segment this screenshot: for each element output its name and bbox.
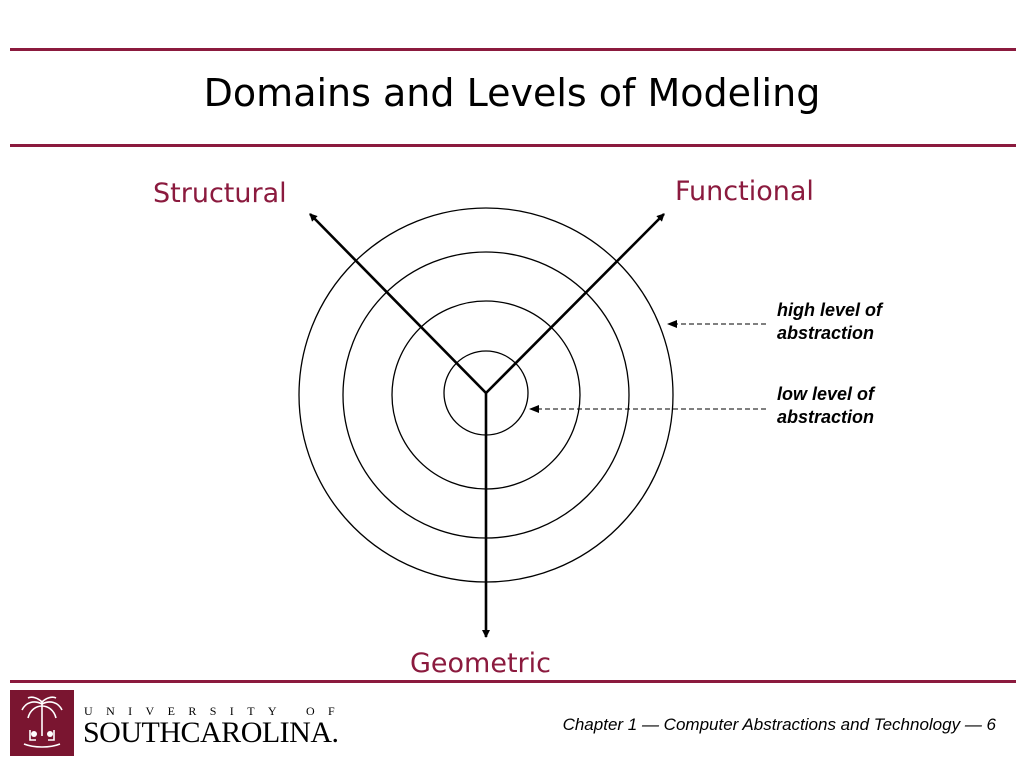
low-level-callout-line2: abstraction (777, 407, 875, 427)
functional-label: Functional (675, 176, 814, 207)
functional-axis-arrow (485, 213, 665, 394)
low-level-callout-line1: low level of (777, 384, 875, 404)
high-level-callout-line1: high level of (777, 300, 883, 320)
top-rule (10, 48, 1016, 51)
structural-axis-arrow (309, 213, 487, 394)
low-level-callout: low level of abstraction (777, 383, 874, 429)
slide-title: Domains and Levels of Modeling (203, 71, 821, 115)
footer-chapter-text: Chapter 1 — Computer Abstractions and Te… (562, 715, 996, 734)
footer-rule (10, 680, 1016, 683)
geometric-label: Geometric (410, 648, 551, 679)
logo-south-carolina: SOUTHCAROLINA. (83, 716, 339, 749)
logo-university-of: UNIVERSITY OF (84, 704, 349, 718)
high-level-callout: high level of abstraction (777, 299, 882, 345)
title-underline-rule (10, 144, 1016, 147)
high-level-callout-line2: abstraction (777, 323, 875, 343)
structural-label: Structural (153, 178, 287, 209)
university-seal-icon (10, 690, 74, 756)
